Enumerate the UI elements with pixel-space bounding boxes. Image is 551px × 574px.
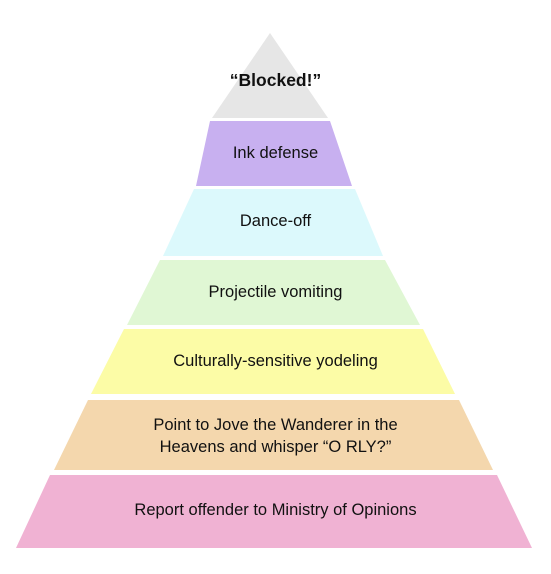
tier-6-label-line-1: Point to Jove the Wanderer in the: [153, 416, 398, 434]
tier-3-shape: [163, 189, 383, 256]
tier-4-shape: [127, 260, 420, 325]
tier-1-shape: [212, 33, 328, 118]
tier-5-shape: [91, 329, 455, 394]
tier-4-label: Projectile vomiting: [208, 283, 343, 301]
tier-7-label: Report offender to Ministry of Opinions: [134, 501, 417, 519]
tier-6-shape: [54, 400, 493, 470]
tier-1-label: “Blocked!”: [229, 70, 322, 90]
tier-6-label-line-2: Heavens and whisper “O RLY?”: [159, 438, 392, 456]
tier-3-label: Dance-off: [239, 212, 312, 230]
tier-7-shape: [16, 475, 532, 548]
tier-2-shape: [196, 121, 352, 186]
tier-5-label: Culturally-sensitive yodeling: [173, 352, 378, 370]
tier-2-label: Ink defense: [232, 144, 319, 162]
